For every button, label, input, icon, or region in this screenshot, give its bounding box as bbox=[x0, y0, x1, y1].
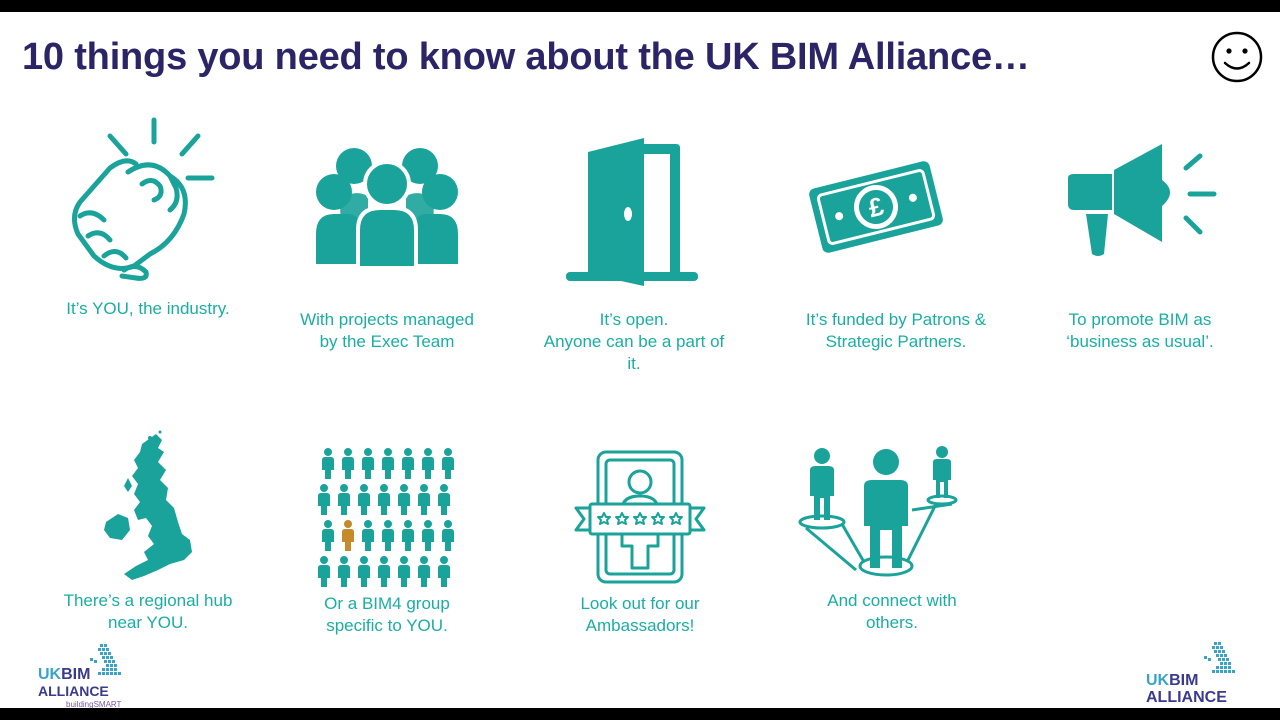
person-icon bbox=[402, 448, 414, 479]
caption-funded: It’s funded by Patrons & Strategic Partn… bbox=[805, 310, 987, 351]
uk-dots-logo-icon bbox=[1204, 642, 1235, 673]
logo-left-line2: ALLIANCE bbox=[38, 683, 109, 699]
person-icon bbox=[382, 520, 394, 551]
person-icon bbox=[402, 520, 414, 551]
open-door-icon bbox=[566, 138, 698, 286]
caption-exec-team: With projects managed by the Exec Team bbox=[300, 310, 474, 351]
person-icon bbox=[442, 448, 454, 479]
person-icon bbox=[318, 484, 330, 515]
person-icon bbox=[322, 520, 334, 551]
logo-left-buildingsmart: buildingSMART bbox=[66, 700, 122, 708]
person-icon bbox=[422, 448, 434, 479]
group-of-people-icon bbox=[316, 148, 458, 270]
person-icon bbox=[438, 556, 450, 587]
person-icon bbox=[418, 484, 430, 515]
five-star-rated-profile-icon bbox=[574, 450, 706, 584]
person-icon bbox=[342, 448, 354, 479]
logo-left-line1: UKBIM bbox=[38, 666, 91, 683]
person-icon bbox=[358, 484, 370, 515]
person-icon bbox=[398, 556, 410, 587]
logo-right-line2: ALLIANCE bbox=[1146, 689, 1227, 706]
caption-its-you: It’s YOU, the industry. bbox=[66, 299, 230, 318]
person-icon bbox=[378, 556, 390, 587]
person-icon bbox=[358, 556, 370, 587]
slide-title: 10 things you need to know about the UK … bbox=[22, 36, 1030, 78]
person-icon bbox=[398, 484, 410, 515]
person-icon bbox=[382, 448, 394, 479]
uk-bim-alliance-logo-right: UKBIM ALLIANCE bbox=[1144, 640, 1254, 706]
highlighted-person-icon bbox=[342, 520, 354, 551]
slide: 10 things you need to know about the UK … bbox=[0, 12, 1280, 708]
uk-map-icon bbox=[104, 430, 192, 580]
person-icon bbox=[362, 520, 374, 551]
person-icon bbox=[322, 448, 334, 479]
person-icon bbox=[338, 556, 350, 587]
person-icon bbox=[378, 484, 390, 515]
crowd-with-highlighted-person-icon bbox=[318, 448, 454, 587]
logo-right-line1: UKBIM bbox=[1146, 672, 1199, 689]
caption-promote: To promote BIM as ‘business as usual’. bbox=[1066, 310, 1214, 351]
person-icon bbox=[438, 484, 450, 515]
person-icon bbox=[362, 448, 374, 479]
pointing-hand-icon bbox=[72, 117, 215, 281]
uk-bim-alliance-logo-left: UKBIM ALLIANCE buildingSMART bbox=[36, 642, 136, 708]
person-icon bbox=[318, 556, 330, 587]
caption-connect: And connect with others. bbox=[827, 591, 957, 632]
caption-regional-hub: There’s a regional hub near YOU. bbox=[63, 591, 233, 632]
person-icon bbox=[422, 520, 434, 551]
caption-its-open: It’s open. Anyone can be a part of it. bbox=[543, 310, 725, 373]
caption-ambassadors: Look out for our Ambassadors! bbox=[580, 594, 700, 635]
person-icon bbox=[338, 484, 350, 515]
smiley-face-icon bbox=[1211, 31, 1263, 83]
person-icon bbox=[418, 556, 430, 587]
connected-people-icon bbox=[798, 446, 958, 577]
caption-bim4-group: Or a BIM4 group specific to YOU. bbox=[324, 594, 450, 635]
uk-dots-logo-icon bbox=[90, 644, 121, 675]
megaphone-icon bbox=[1068, 144, 1217, 256]
pound-banknote-icon: £ bbox=[809, 161, 943, 253]
person-icon bbox=[442, 520, 454, 551]
